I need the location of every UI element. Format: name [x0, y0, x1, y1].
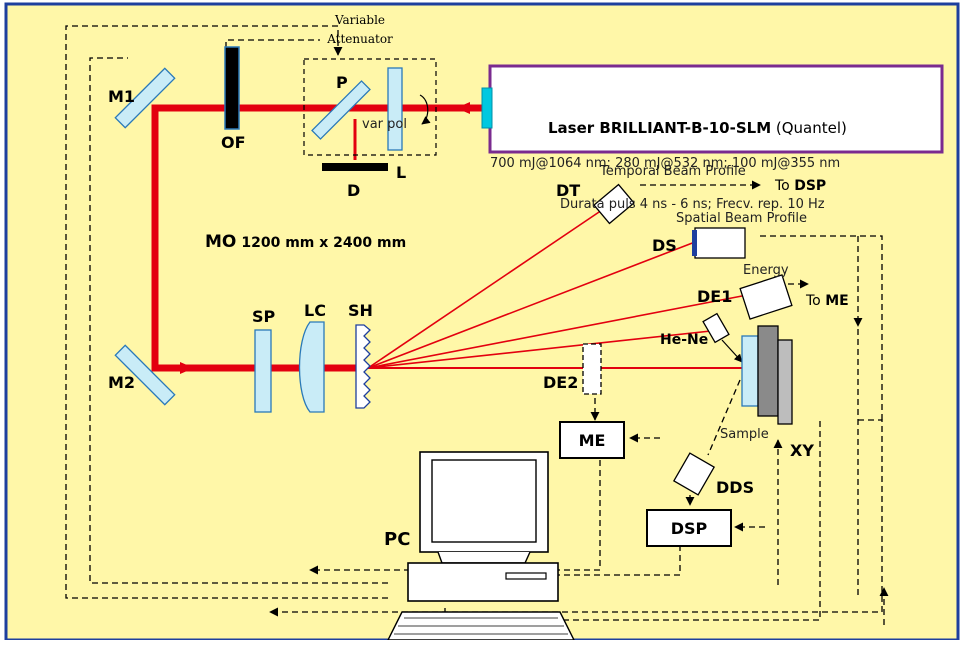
label-p: P: [336, 73, 348, 92]
sample: [741, 335, 759, 407]
computer-icon: [386, 451, 576, 641]
pc-case: [407, 562, 559, 602]
beam-arrowhead-1: [456, 102, 470, 114]
label-lc: LC: [304, 301, 326, 320]
optical-filter-of: [224, 46, 240, 130]
mirror-m1: [114, 67, 176, 129]
optic-sp: [254, 329, 272, 413]
dsp-box: [646, 509, 732, 547]
detector-dds: [672, 452, 716, 496]
laser-box: [488, 64, 944, 154]
label-m1: M1: [108, 87, 135, 106]
laser-pulse-info: Durata puls 4 ns - 6 ns; Frecv. rep. 10 …: [560, 197, 825, 212]
dsp-box-label: DSP: [671, 519, 708, 538]
pc-drive: [505, 572, 547, 580]
mirror-m2: [114, 344, 176, 406]
temporal-profile-label: Temporal Beam Profile: [599, 164, 746, 179]
label-sample: Sample: [720, 427, 769, 442]
he-ne-laser: [702, 312, 730, 344]
sample-to-dds-line: [707, 379, 741, 456]
label-var-pol: var pol: [362, 117, 407, 132]
me-box-label: ME: [579, 431, 606, 450]
label-he-ne: He-Ne: [660, 332, 708, 348]
label-sh: SH: [348, 301, 373, 320]
label-dt: DT: [556, 181, 580, 200]
beam-to-dt: [367, 207, 606, 369]
to-dsp-label: To DSP: [774, 178, 826, 194]
attenuator-box: [303, 58, 437, 156]
label-d: D: [347, 181, 360, 200]
beam-arrowhead-2: [180, 362, 194, 374]
detector-dt: [593, 183, 635, 225]
detector-de1: [739, 274, 793, 320]
label-sp: SP: [252, 307, 276, 326]
monitor-stand: [437, 551, 531, 564]
pc-to-attenuator-line: [65, 25, 388, 599]
keyboard-keys: [394, 617, 568, 635]
attenuator-title-1: Variable: [334, 13, 385, 27]
attenuator-title-2: Attenuator: [326, 32, 393, 46]
xy-to-pc-line: [270, 326, 883, 612]
ds-window: [692, 230, 697, 256]
label-pc: PC: [384, 529, 410, 550]
laser-label: Laser BRILLIANT-B-10-SLM (Quantel): [548, 119, 847, 137]
label-ds: DS: [652, 236, 677, 255]
pc-to-m1-line: [89, 57, 388, 584]
spatial-profile-label: Spatial Beam Profile: [676, 211, 807, 226]
label-de2: DE2: [543, 373, 578, 392]
label-l: L: [396, 163, 406, 182]
to-me-label: To ME: [805, 293, 849, 309]
he-ne-arrow: [721, 339, 743, 363]
beam-to-de1: [367, 295, 743, 369]
sample-holder: [757, 325, 779, 417]
me-box: [559, 421, 625, 459]
beam-to-hene: [367, 329, 721, 369]
laser-output-window: [481, 87, 493, 129]
monitor-screen: [431, 459, 537, 543]
laser-energies: 700 mJ@1064 nm; 280 mJ@532 nm; 100 mJ@35…: [490, 156, 840, 171]
label-m2: M2: [108, 373, 135, 392]
lens-l: [387, 67, 403, 151]
ds-line: [760, 235, 883, 420]
xy-stage: [777, 339, 793, 425]
optic-sh: [355, 324, 371, 409]
beam-to-ds: [367, 241, 696, 369]
beam-dump-d: [322, 163, 388, 171]
label-xy: XY: [790, 441, 814, 460]
main-beam: [151, 104, 490, 372]
energy-label: Energy: [743, 263, 789, 278]
lens-lc: [298, 321, 325, 413]
detector-ds: [694, 227, 746, 259]
polarizer-p: [311, 80, 371, 140]
label-de1: DE1: [697, 287, 732, 306]
rotation-arrow-icon: [419, 94, 431, 125]
detector-de2: [582, 343, 602, 395]
label-dds: DDS: [716, 478, 754, 497]
label-of: OF: [221, 133, 246, 152]
